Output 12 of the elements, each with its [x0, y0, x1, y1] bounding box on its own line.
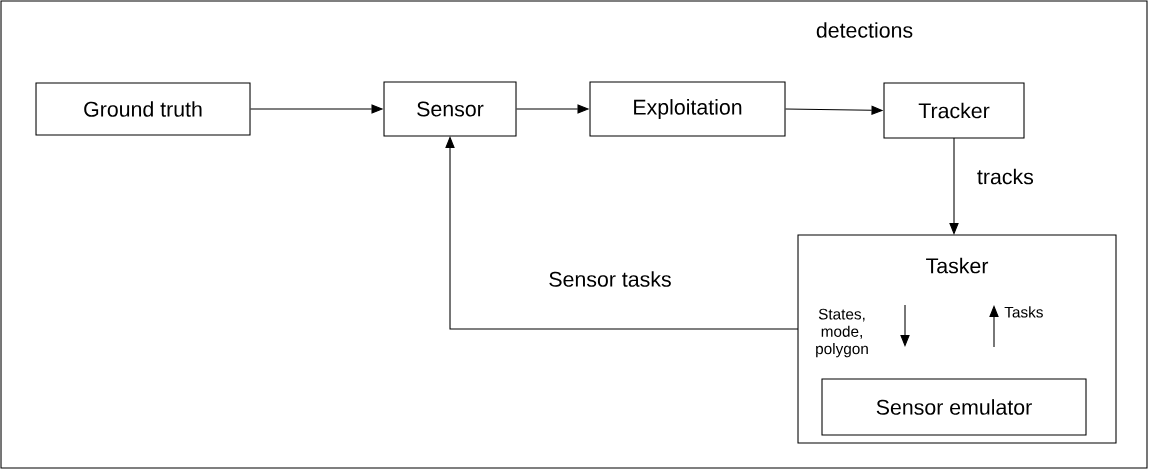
- arrow: [949, 137, 959, 235]
- process-box: Ground truth: [35, 82, 251, 136]
- process-box: Exploitation: [589, 81, 786, 137]
- process-box: Tracker: [883, 82, 1025, 139]
- process-box: Sensor emulator: [821, 378, 1087, 436]
- edge-label: tracks: [977, 168, 1034, 185]
- edge-label: Sensor tasks: [549, 271, 671, 287]
- arrow: [445, 136, 799, 330]
- process-box: Sensor: [383, 81, 517, 137]
- annotation: States, mode, polygon: [816, 308, 868, 358]
- annotation: Tasks: [1004, 306, 1043, 318]
- edge-label: detections: [816, 22, 913, 38]
